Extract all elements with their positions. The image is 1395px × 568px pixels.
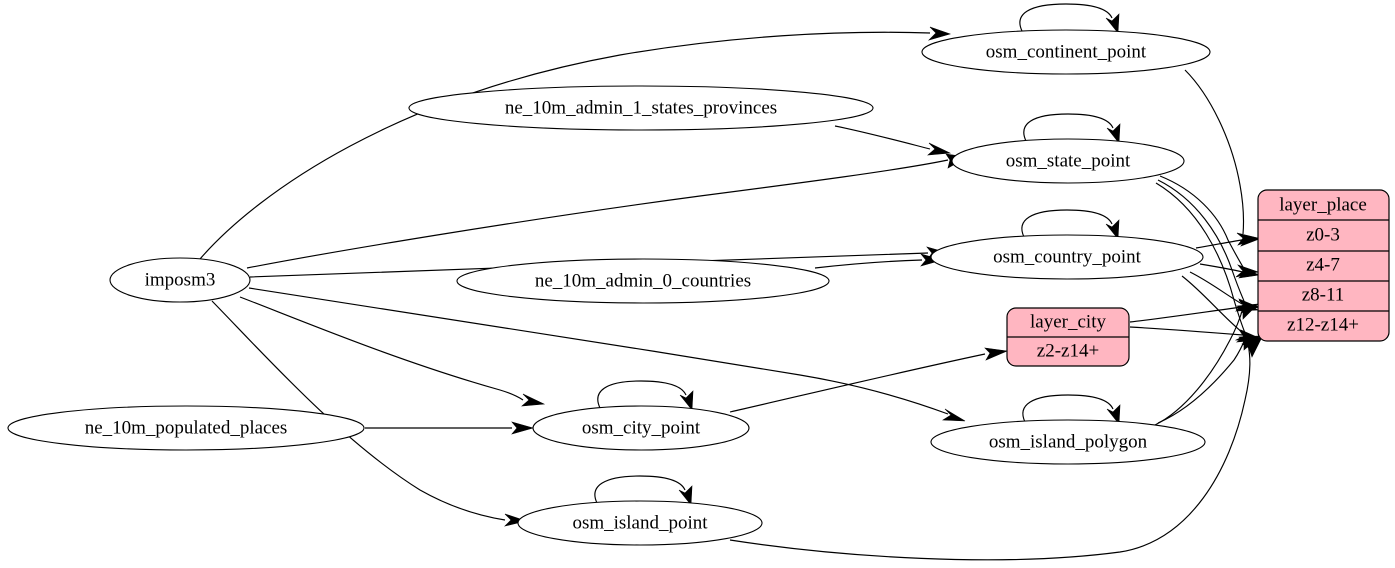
edge-osm-island-polygon-to-layer-place-z8-11: [1154, 303, 1259, 426]
record-layer-city-row-z2-z14[interactable]: z2-z14+: [1037, 340, 1099, 361]
node-ne-10m-admin-0-countries-label: ne_10m_admin_0_countries: [535, 270, 751, 291]
record-node-layer: layer_city z2-z14+ layer_place z0-3 z4-7…: [1006, 189, 1390, 367]
self-loop-osm-continent-point: [1019, 3, 1120, 34]
node-ne-10m-populated-places-label: ne_10m_populated_places: [85, 417, 288, 438]
record-node-layer-place[interactable]: layer_place z0-3 z4-7 z8-11 z12-z14+: [1257, 189, 1390, 342]
node-osm-city-point[interactable]: osm_city_point: [532, 405, 750, 451]
node-ne-10m-admin-1-states-provinces-label: ne_10m_admin_1_states_provinces: [505, 97, 777, 118]
edge-osm-island-point-to-layer-place-z12-z14: [729, 336, 1263, 561]
node-osm-state-point[interactable]: osm_state_point: [951, 138, 1185, 184]
record-layer-place-row-z4-7[interactable]: z4-7: [1306, 254, 1340, 275]
node-osm-island-polygon-label: osm_island_polygon: [989, 431, 1148, 452]
record-layer-place-row-z0-3[interactable]: z0-3: [1306, 224, 1340, 245]
self-loop-osm-island-polygon: [1022, 394, 1121, 425]
edge-ne-populated-places-to-osm-city-point: [365, 421, 535, 435]
edge-imposm3-to-osm-continent-point: [199, 26, 951, 260]
node-osm-island-point[interactable]: osm_island_point: [517, 500, 763, 546]
node-osm-continent-point[interactable]: osm_continent_point: [921, 29, 1211, 75]
edge-osm-country-point-to-layer-place-z0-3: [1195, 233, 1260, 249]
node-osm-country-point-label: osm_country_point: [993, 246, 1141, 267]
edge-osm-city-point-to-layer-city: [729, 347, 1009, 413]
edge-osm-island-polygon-to-layer-place-z12-z14: [1157, 335, 1261, 424]
node-imposm3[interactable]: imposm3: [109, 257, 251, 303]
self-loop-osm-state-point: [1023, 113, 1121, 144]
node-osm-island-polygon[interactable]: osm_island_polygon: [930, 419, 1206, 465]
record-node-layer-city[interactable]: layer_city z2-z14+: [1006, 307, 1130, 367]
record-layer-place-row-z12-z14[interactable]: z12-z14+: [1287, 314, 1359, 335]
edge-imposm3-to-osm-island-polygon: [248, 287, 966, 422]
node-osm-continent-point-label: osm_continent_point: [986, 41, 1147, 62]
edge-osm-country-point-to-layer-place-z4-7: [1199, 263, 1261, 279]
edge-imposm3-to-osm-state-point: [246, 153, 968, 269]
node-osm-country-point[interactable]: osm_country_point: [930, 234, 1204, 280]
edge-layer: [199, 3, 1263, 561]
node-osm-city-point-label: osm_city_point: [582, 417, 701, 438]
self-loop-osm-country-point: [1021, 209, 1120, 240]
edge-ne-admin1-to-osm-state-point: [834, 125, 952, 156]
edge-imposm3-to-osm-island-point: [211, 300, 528, 527]
edge-imposm3-to-osm-city-point: [239, 296, 546, 407]
self-loop-osm-city-point: [597, 380, 694, 411]
self-loop-osm-island-point: [594, 475, 693, 506]
record-layer-city-header: layer_city: [1030, 311, 1106, 332]
node-ne-10m-admin-0-countries[interactable]: ne_10m_admin_0_countries: [456, 258, 830, 304]
node-ne-10m-admin-1-states-provinces[interactable]: ne_10m_admin_1_states_provinces: [408, 85, 874, 131]
node-layer: imposm3 ne_10m_populated_places ne_10m_a…: [7, 29, 1211, 546]
record-layer-place-row-z8-11[interactable]: z8-11: [1302, 284, 1345, 305]
record-layer-place-header: layer_place: [1279, 194, 1367, 215]
node-osm-island-point-label: osm_island_point: [572, 512, 708, 533]
node-imposm3-label: imposm3: [145, 269, 216, 290]
node-ne-10m-populated-places[interactable]: ne_10m_populated_places: [7, 405, 365, 451]
node-osm-state-point-label: osm_state_point: [1006, 150, 1131, 171]
